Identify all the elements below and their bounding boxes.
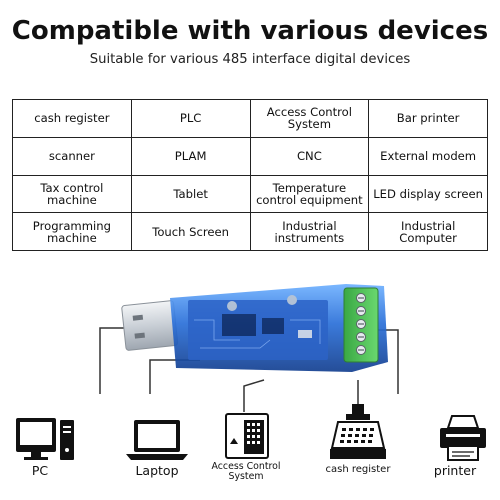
table-cell: Tablet (131, 175, 251, 214)
table-cell: PLAM (131, 137, 251, 176)
compatibility-table: cash register PLC Access Control System … (12, 99, 488, 251)
table-cell: Programming machine (13, 213, 132, 251)
table-cell: Access Control System (250, 100, 370, 138)
table-cell: Industrial Computer (369, 213, 488, 251)
pc-label: PC (31, 463, 49, 478)
page-subtitle: Suitable for various 485 interface digit… (89, 52, 411, 67)
table-cell: Temperature control equipment (250, 175, 370, 214)
table-cell: Bar printer (369, 100, 488, 138)
table-cell: scanner (13, 137, 132, 176)
laptop-label: Laptop (135, 463, 179, 478)
page-title: Compatible with various devices (11, 16, 489, 46)
table-cell: Industrial instruments (250, 213, 370, 251)
table-cell: Touch Screen (131, 213, 251, 251)
printer-label: printer (433, 463, 477, 478)
table-cell: CNC (250, 137, 370, 176)
table-cell: LED display screen (369, 175, 488, 214)
cash-register-label: cash register (325, 464, 391, 475)
table-cell: cash register (13, 100, 132, 138)
table-cell: External modem (369, 137, 488, 176)
table-cell: Tax control machine (13, 175, 132, 214)
table-cell: PLC (131, 100, 251, 138)
access-control-label: Access Control System (211, 461, 281, 482)
